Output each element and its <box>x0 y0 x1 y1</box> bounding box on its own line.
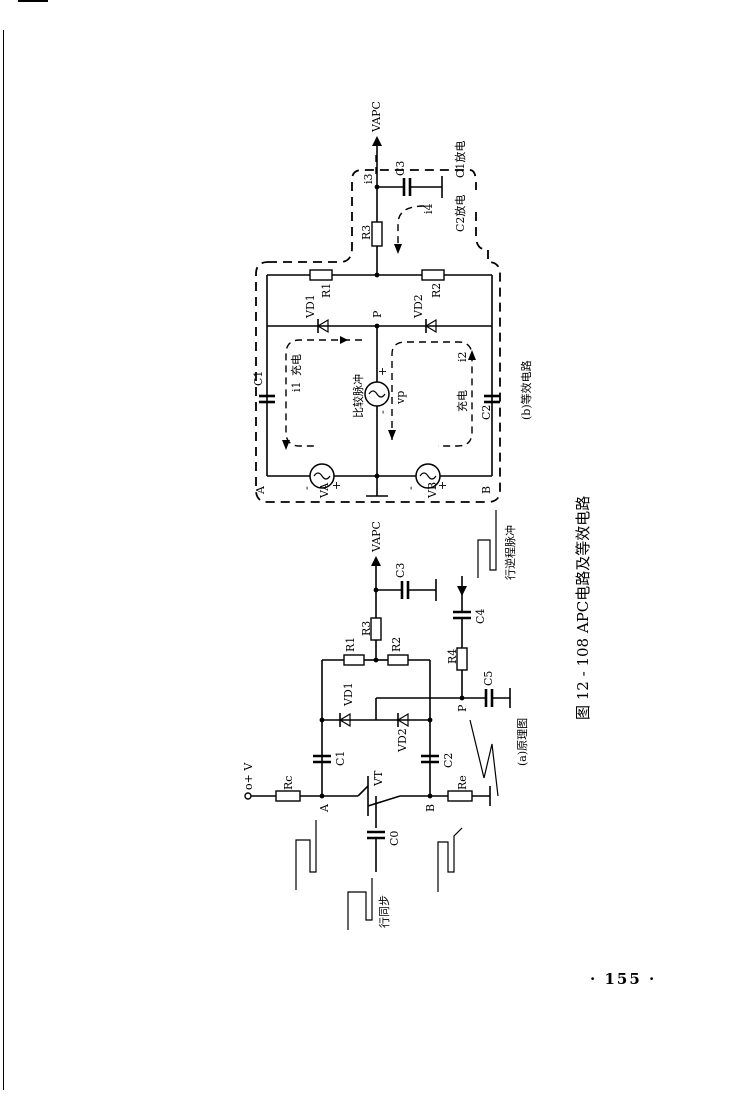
sync-input-waveform <box>347 878 373 930</box>
sch-c0-label: C0 <box>388 831 401 846</box>
sch-sync-label: 行同步 <box>378 895 391 928</box>
eq-vp-plus: + <box>376 367 389 376</box>
eq-va-label: VA <box>318 482 331 499</box>
sch-r1-label: R1 <box>344 637 357 652</box>
sch-r1-resistor <box>343 654 365 666</box>
sch-c1-label: C1 <box>334 751 347 766</box>
sch-node-b: B <box>424 804 437 812</box>
eq-i4-label: i4 <box>422 203 435 214</box>
eq-vapc-label: VAPC <box>370 101 383 133</box>
equivalent-circuit: A B P VA VB vp C1 C2 C3 VD1 VD2 R1 R2 R3… <box>252 101 533 503</box>
sch-vd1-diode <box>338 712 351 728</box>
sch-flyback-label: 行逆程脉冲 <box>503 525 517 580</box>
sch-c2-label: C2 <box>442 753 455 768</box>
r3-resistor <box>371 221 383 247</box>
sch-rc-label: Rc <box>282 776 295 790</box>
eq-c1-label: C1 <box>252 371 265 386</box>
sch-c3-label: C3 <box>394 563 407 578</box>
vd2-diode <box>424 318 437 334</box>
eq-node-b: B <box>480 486 493 494</box>
sch-r2-label: R2 <box>390 637 403 652</box>
vd1-diode <box>316 318 329 334</box>
rc-resistor <box>275 790 301 802</box>
sch-vd2-label: VD2 <box>396 728 409 753</box>
eq-vb-label: VB <box>426 482 439 499</box>
eq-va-minus: - <box>300 486 313 490</box>
eq-charge-2: 充电 <box>455 390 469 412</box>
sch-node-p: P <box>456 704 469 712</box>
eq-vp-label: vp <box>394 391 407 405</box>
eq-vb-plus: + <box>436 481 449 490</box>
i1-charge-loop <box>285 339 362 447</box>
equivalent-boundary <box>255 169 501 503</box>
eq-r3-label: R3 <box>360 225 373 240</box>
eq-c3-label: C3 <box>394 161 407 176</box>
eq-va-plus: + <box>330 481 343 490</box>
b-node-waveform <box>437 827 463 892</box>
eq-vd2-label: VD2 <box>412 294 425 319</box>
sch-r2-resistor <box>387 654 409 666</box>
page-corner-mark <box>18 0 48 2</box>
sch-r3-label: R3 <box>360 621 373 636</box>
sch-re-resistor <box>447 790 473 802</box>
sch-vd1-label: VD1 <box>342 682 355 707</box>
sch-vt-label: VT <box>372 770 385 787</box>
schematic-caption: (a)原理图 <box>516 718 529 766</box>
sch-c5-label: C5 <box>482 671 495 686</box>
eq-c1-discharge: C1放电 <box>453 141 467 178</box>
c2-discharge-path <box>397 205 425 250</box>
eq-c2-label: C2 <box>480 405 493 420</box>
flyback-pulse-waveform <box>477 510 497 578</box>
sch-node-a: A <box>318 803 331 813</box>
eq-node-a: A <box>254 485 267 495</box>
r2-resistor <box>421 269 445 281</box>
figure-caption: 图 12 - 108 APC电路及等效电路 <box>574 496 592 720</box>
sawtooth-waveform <box>469 719 499 797</box>
eq-r1-label: R1 <box>320 283 333 298</box>
eq-i1-label: i1 <box>290 381 303 392</box>
a-node-waveform <box>295 820 317 890</box>
eq-vd1-label: VD1 <box>304 294 317 319</box>
page-number: · 155 · <box>590 970 657 988</box>
eq-charge-1: 充电 <box>289 354 303 376</box>
i2-charge-loop <box>391 341 473 447</box>
eq-node-p: P <box>371 310 384 318</box>
sch-vapc-label: VAPC <box>370 521 383 553</box>
schematic-circuit: o+ V Rc A B P VT C0 C1 C2 C3 C4 C5 VD1 V… <box>242 510 529 930</box>
eq-vb-minus: - <box>404 486 417 490</box>
equivalent-caption: (b)等效电路 <box>519 360 533 420</box>
sch-vd2-diode <box>396 712 409 728</box>
eq-i2-label: i2 <box>456 351 469 362</box>
sch-re-label: Re <box>456 775 469 790</box>
eq-i3-label: i3 <box>362 173 375 184</box>
eq-compare-pulse: 比较脉冲 <box>351 374 365 418</box>
page-margin-line <box>3 30 4 1090</box>
eq-vp-minus: - <box>376 410 389 414</box>
r1-resistor <box>309 269 333 281</box>
eq-r2-label: R2 <box>430 283 443 298</box>
eq-c2-discharge: C2放电 <box>453 195 467 232</box>
sch-c4-label: C4 <box>474 609 487 624</box>
sch-supply-label: o+ V <box>242 762 255 790</box>
sch-r4-label: R4 <box>446 649 459 664</box>
